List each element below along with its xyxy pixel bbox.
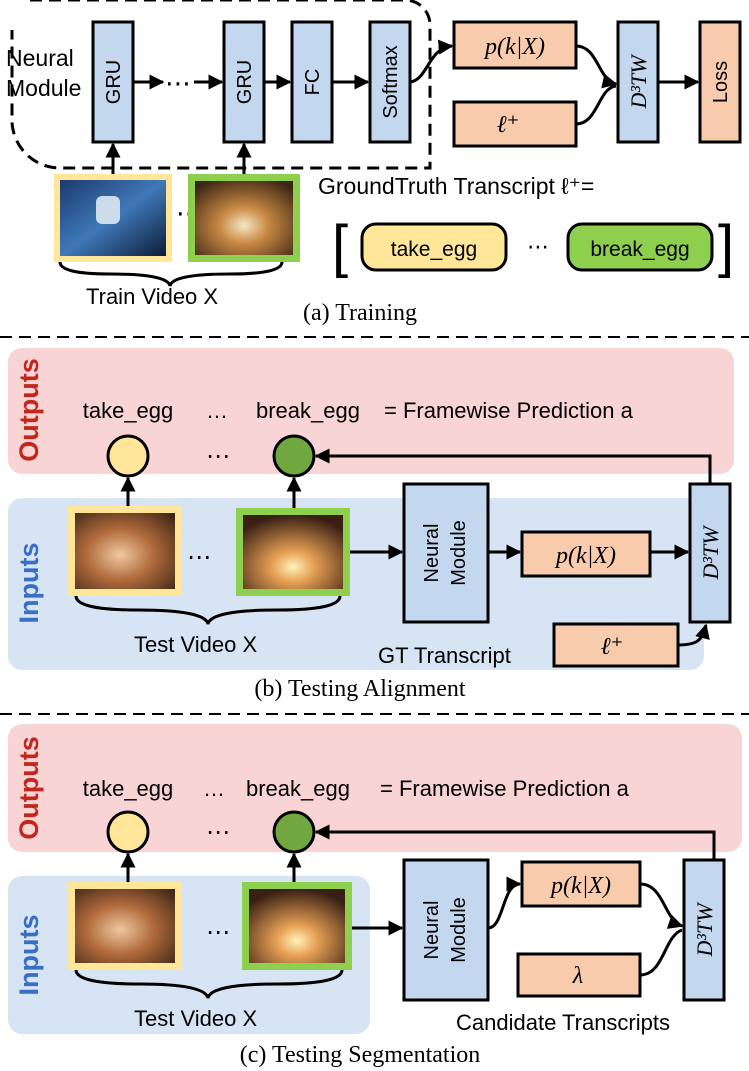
alignment-gt-transcript-label: GT Transcript [378,643,511,668]
alignment-brace [74,595,342,625]
segmentation-prediction-label: = Framewise Prediction a [380,776,630,801]
segmentation-lambda-label: λ [572,963,583,989]
arrow-prob-d3tw [575,44,618,89]
alignment-prediction-label: = Framewise Prediction a [384,398,634,423]
segmentation-break-label: break_egg [246,776,350,801]
alignment-inputs-title: Inputs [14,543,44,624]
segmentation-arrow-neural-prob [487,876,522,930]
neural-module-label-2: Module [6,75,81,101]
bracket-close: ] [718,214,734,279]
segmentation-neural-label-1: Neural [421,901,443,960]
segmentation-lambda-block [516,952,642,998]
caption-a: (a) Training [303,300,417,326]
training-section: Neural Module GRU ⋯ GRU FC Softmax p(k|X… [6,0,742,326]
segmentation-node-ellipsis: ⋯ [206,819,230,846]
d3tw-label-a: D³TW [626,54,651,110]
alignment-section: Outputs Inputs take_egg … break_egg = Fr… [8,348,734,702]
segmentation-take-label: take_egg [83,776,174,801]
train-video-label: Train Video X [86,284,218,309]
gru-label-2: GRU [234,60,256,104]
alignment-neural-label-2: Module [448,520,470,586]
alignment-outputs-title: Outputs [14,358,44,461]
segmentation-neural-label-2: Module [448,897,470,963]
segmentation-neural-block [402,858,490,1002]
label-take-egg-text: take_egg [391,238,477,261]
caption-b: (b) Testing Alignment [254,676,466,702]
alignment-arrow-ell-d3tw [677,623,710,647]
train-brace [58,261,284,287]
label-take-egg [360,222,508,272]
alignment-d3tw-block [688,482,732,624]
alignment-node-break [272,434,316,478]
gru-block-1 [91,20,135,144]
segmentation-outputs-title: Outputs [14,736,44,839]
alignment-prob-label: p(k|X) [554,543,616,569]
alignment-frame-2-image [243,515,343,589]
train-frame-2-image [195,181,293,255]
gru-ellipsis: ⋯ [165,68,191,98]
softmax-block [368,20,412,144]
bracket-open: [ [332,214,348,279]
ell-plus-label: ℓ⁺ [497,112,520,138]
segmentation-d3tw-label: D³TW [692,902,717,958]
label-break-egg [566,222,714,272]
segmentation-section: Outputs Inputs take_egg … break_egg = Fr… [8,724,742,1068]
segmentation-inputs-title: Inputs [14,915,44,996]
alignment-ell-plus-label: ℓ⁺ [601,634,624,660]
segmentation-frames-ellipsis: ⋯ [206,919,230,946]
caption-c: (c) Testing Segmentation [240,1042,481,1068]
segmentation-arrow-prob-d3tw [639,882,684,929]
alignment-video-label: Test Video X [134,632,257,657]
alignment-prob-block [520,530,652,578]
neural-module-boundary [10,0,432,170]
segmentation-arrow-d3tw-node [314,824,716,860]
segmentation-brace [74,969,344,999]
label-ellipsis: ⋯ [527,234,549,259]
alignment-node-take [106,434,150,478]
alignment-neural-label-1: Neural [421,524,443,583]
segmentation-dots-label: … [203,776,225,801]
segmentation-node-break [272,810,316,854]
alignment-outputs-band [8,348,734,474]
alignment-d3tw-label: D³TW [698,525,723,581]
neural-module-label-1: Neural [6,45,74,71]
loss-label: Loss [710,61,732,103]
alignment-frames-ellipsis: ⋯ [187,544,211,571]
segmentation-outputs-band [8,724,742,852]
alignment-break-label: break_egg [256,398,360,423]
segmentation-arrow-lambda-d3tw [639,928,683,977]
alignment-frame-1-image [75,513,175,589]
train-frame-1-detail [96,196,120,224]
alignment-node-ellipsis: ⋯ [206,443,230,470]
alignment-neural-block [402,482,490,624]
label-break-egg-text: break_egg [590,238,689,261]
fc-label: FC [302,69,324,96]
loss-block [698,20,742,144]
segmentation-node-take [106,810,150,854]
segmentation-frame-2-image [249,889,345,963]
alignment-dots-label: … [206,398,228,423]
segmentation-prob-label: p(k|X) [549,873,611,899]
alignment-take-label: take_egg [83,398,174,423]
segmentation-frame-1-image [75,889,175,963]
segmentation-video-label: Test Video X [134,1006,257,1031]
gt-transcript-label: GroundTruth Transcript ℓ⁺= [318,173,594,199]
gru-label-1: GRU [103,60,125,104]
segmentation-d3tw-block [682,858,726,1002]
softmax-label: Softmax [380,45,402,118]
segmentation-candidates-label: Candidate Transcripts [456,1010,670,1035]
fc-block [290,20,334,144]
arrow-ell-d3tw [575,84,617,126]
prob-label: p(k|X) [483,34,545,60]
alignment-arrow-d3tw-node [314,448,712,484]
arrow-softmax-prob [409,39,454,84]
